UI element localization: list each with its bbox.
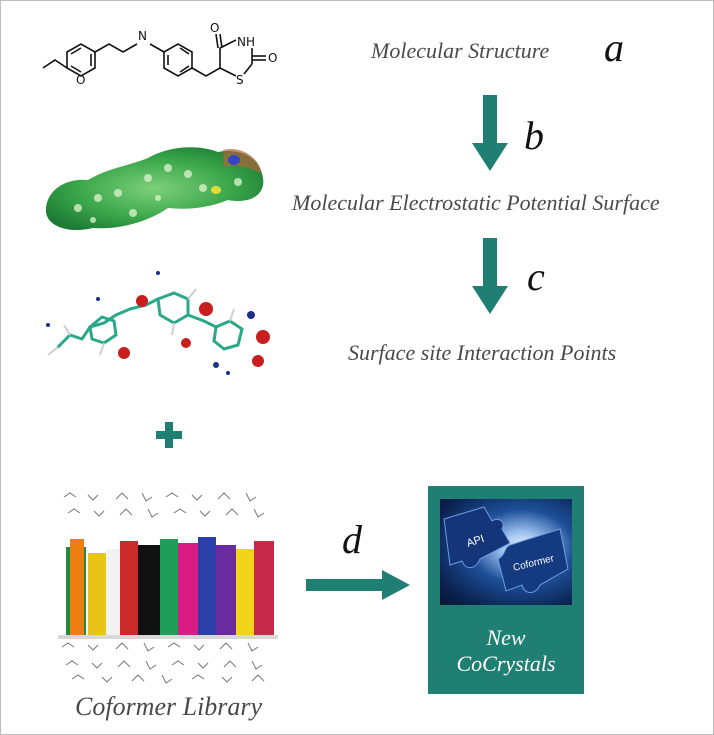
atom-o3: O	[268, 51, 277, 65]
plus-icon	[156, 422, 182, 448]
atom-nh: NH	[237, 35, 255, 49]
coformer-library-image	[58, 487, 278, 687]
new-cocrystals-label: New CoCrystals	[428, 625, 584, 677]
cocrystals-label: CoCrystals	[456, 651, 556, 676]
atom-o2: O	[210, 21, 219, 35]
molecular-structure-drawing: O N O NH O S	[42, 21, 277, 87]
label-coformer-library: Coformer Library	[75, 692, 263, 721]
atom-n: O	[76, 73, 85, 87]
atom-o: N	[138, 29, 147, 43]
step-d: d	[342, 517, 362, 562]
ssip-image	[46, 271, 270, 375]
label-ssip: Surface site Interaction Points	[348, 340, 617, 365]
puzzle-api-label: API	[465, 533, 486, 550]
atom-s: S	[236, 73, 244, 87]
arrow-a-to-b	[472, 95, 508, 171]
step-c: c	[527, 254, 545, 299]
label-molecular-structure: Molecular Structure	[371, 38, 550, 63]
mep-surface-image	[45, 147, 264, 230]
step-a: a	[604, 25, 624, 70]
label-mep-surface: Molecular Electrostatic Potential Surfac…	[292, 190, 660, 215]
new-label: New	[486, 625, 526, 650]
arrow-b-to-c	[472, 238, 508, 314]
arrow-library-to-cocrystals	[306, 570, 410, 600]
puzzle-photo: API Coformer	[440, 499, 572, 605]
step-b: b	[524, 113, 544, 158]
